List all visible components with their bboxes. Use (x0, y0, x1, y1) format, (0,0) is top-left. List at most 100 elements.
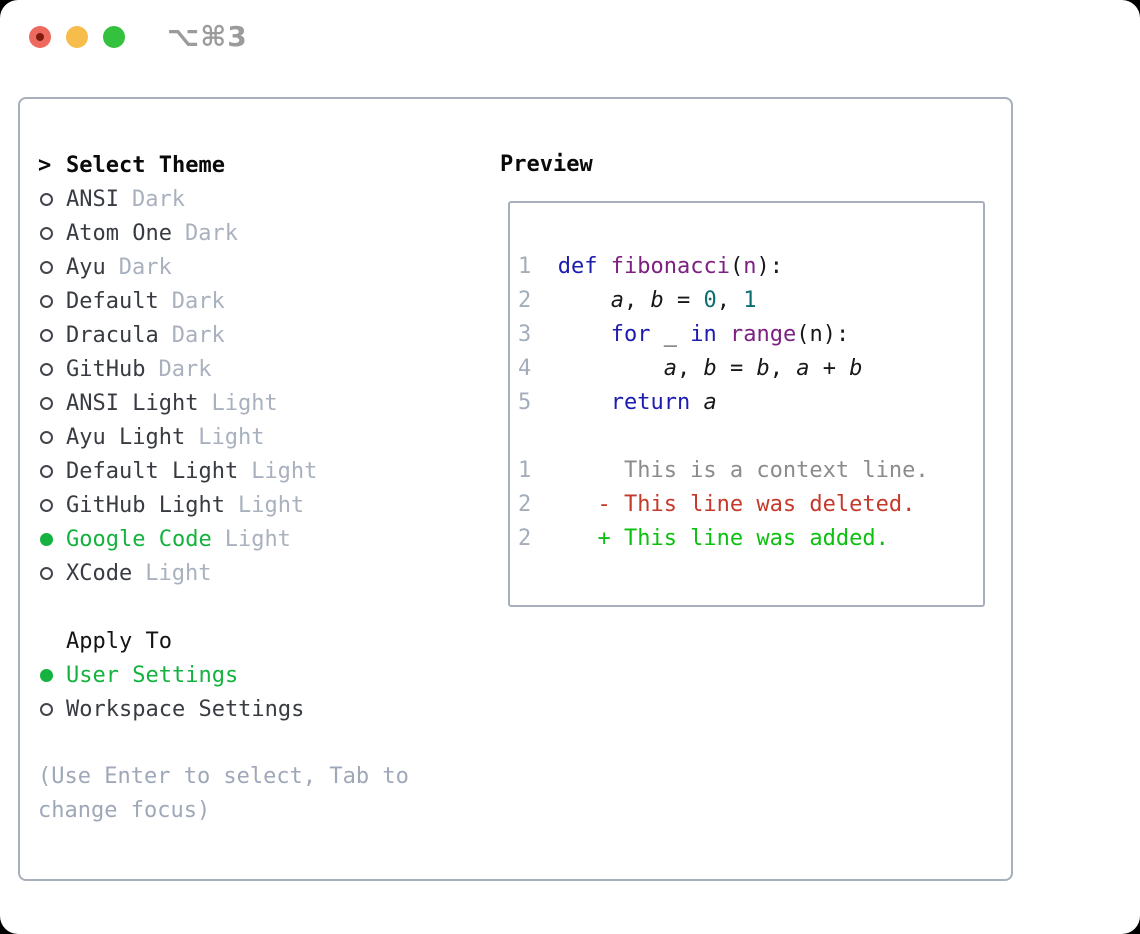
radio-unselected-icon (40, 328, 53, 342)
radio-indent (38, 192, 66, 206)
code-segment-literal: 0 (703, 288, 717, 313)
radio-indent (38, 294, 66, 308)
theme-name: Dracula (66, 322, 159, 348)
radio-indent (38, 702, 66, 716)
theme-name: Default Light (66, 458, 239, 484)
code-segment-plain: = (716, 356, 757, 381)
code-segment-variable: b (756, 356, 770, 381)
radio-unselected-icon (40, 566, 53, 580)
code-segment-plain: , (769, 356, 797, 381)
radio-selected-icon (40, 532, 53, 546)
code-segment-keyword: for (610, 322, 651, 347)
radio-unselected-icon (40, 260, 53, 274)
select-theme-header: > Select Theme (38, 148, 452, 182)
hint-text: (Use Enter to select, Tab to change focu… (38, 764, 409, 823)
theme-variant-label: Light (251, 458, 318, 484)
theme-option-ansi-light[interactable]: ANSI Light Light (38, 386, 452, 420)
line-number: 4 (518, 356, 532, 381)
theme-option-ayu[interactable]: Ayu Dark (38, 250, 452, 284)
code-segment-variable: a (703, 390, 717, 415)
theme-variant-label: Dark (118, 254, 172, 280)
radio-unselected-icon (40, 430, 53, 444)
radio-indent (38, 328, 66, 342)
theme-name: Ayu (66, 254, 106, 280)
theme-option-default-light[interactable]: Default Light Light (38, 454, 452, 488)
theme-option-ansi[interactable]: ANSI Dark (38, 182, 452, 216)
code-segment-plain (690, 390, 703, 415)
theme-name: XCode (66, 560, 133, 586)
code-segment-plain: ( (729, 254, 744, 279)
code-segment-plain: = (663, 288, 704, 313)
line-number: 2 (518, 288, 532, 313)
close-dot-icon (36, 33, 44, 41)
code-segment-function: fibonacci (610, 254, 730, 279)
radio-indent (38, 532, 66, 546)
code-segment-context: This is a context line. (557, 458, 929, 483)
theme-variant-label: Dark (184, 220, 238, 246)
theme-variant-label: Light (224, 526, 291, 552)
theme-name: ANSI Light (66, 390, 199, 416)
radio-unselected-icon (40, 226, 53, 240)
theme-variant-label: Dark (171, 322, 225, 348)
theme-variant-label: Light (211, 390, 278, 416)
code-segment-keyword: return (610, 390, 691, 415)
code-segment-variable: b (849, 356, 863, 381)
spacer (38, 590, 452, 624)
code-segment-variable: a (610, 288, 624, 313)
radio-unselected-icon (40, 362, 53, 376)
radio-indent (38, 362, 66, 376)
theme-name: Default (66, 288, 159, 314)
code-segment-deleted: - This line was deleted. (557, 492, 916, 517)
select-theme-title: Select Theme (66, 152, 225, 178)
radio-indent (38, 668, 66, 682)
minimize-button[interactable] (66, 26, 88, 48)
theme-variant-label: Light (198, 424, 265, 450)
code-segment-function: range (729, 322, 797, 347)
theme-option-dracula[interactable]: Dracula Dark (38, 318, 452, 352)
theme-name: ANSI (66, 186, 119, 212)
radio-indent (38, 396, 66, 410)
theme-option-github-light[interactable]: GitHub Light Light (38, 488, 452, 522)
code-segment-variable: a (663, 356, 677, 381)
code-segment-plain (558, 288, 611, 313)
radio-unselected-icon (40, 294, 53, 308)
line-number: 1 (518, 254, 532, 279)
code-segment-plain: , (676, 356, 704, 381)
theme-variant-label: Dark (131, 186, 185, 212)
radio-indent (38, 464, 66, 478)
line-number: 5 (518, 390, 532, 415)
apply-to-header: Apply To (38, 624, 452, 658)
spacer (38, 726, 452, 760)
apply-option-user-settings[interactable]: User Settings (38, 658, 452, 692)
code-segment-plain: + (809, 356, 850, 381)
line-number: 1 (518, 458, 532, 483)
radio-unselected-icon (40, 498, 53, 512)
theme-name: Ayu Light (66, 424, 186, 450)
theme-option-xcode[interactable]: XCode Light (38, 556, 452, 590)
code-segment-function: n (743, 254, 757, 279)
theme-variant-label: Light (145, 560, 212, 586)
close-button[interactable] (29, 26, 51, 48)
theme-variant-label: Light (237, 492, 305, 518)
code-segment-plain: ): (756, 254, 783, 279)
zoom-button[interactable] (103, 26, 125, 48)
theme-name: GitHub (66, 356, 146, 382)
radio-indent (38, 430, 66, 444)
theme-option-ayu-light[interactable]: Ayu Light Light (38, 420, 452, 454)
code-segment-plain (597, 254, 610, 279)
theme-name: GitHub Light (66, 492, 225, 518)
code-segment-literal: 1 (743, 288, 757, 313)
radio-unselected-icon (40, 464, 53, 478)
apply-option-workspace-settings[interactable]: Workspace Settings (38, 692, 452, 726)
code-segment-variable: b (650, 288, 664, 313)
